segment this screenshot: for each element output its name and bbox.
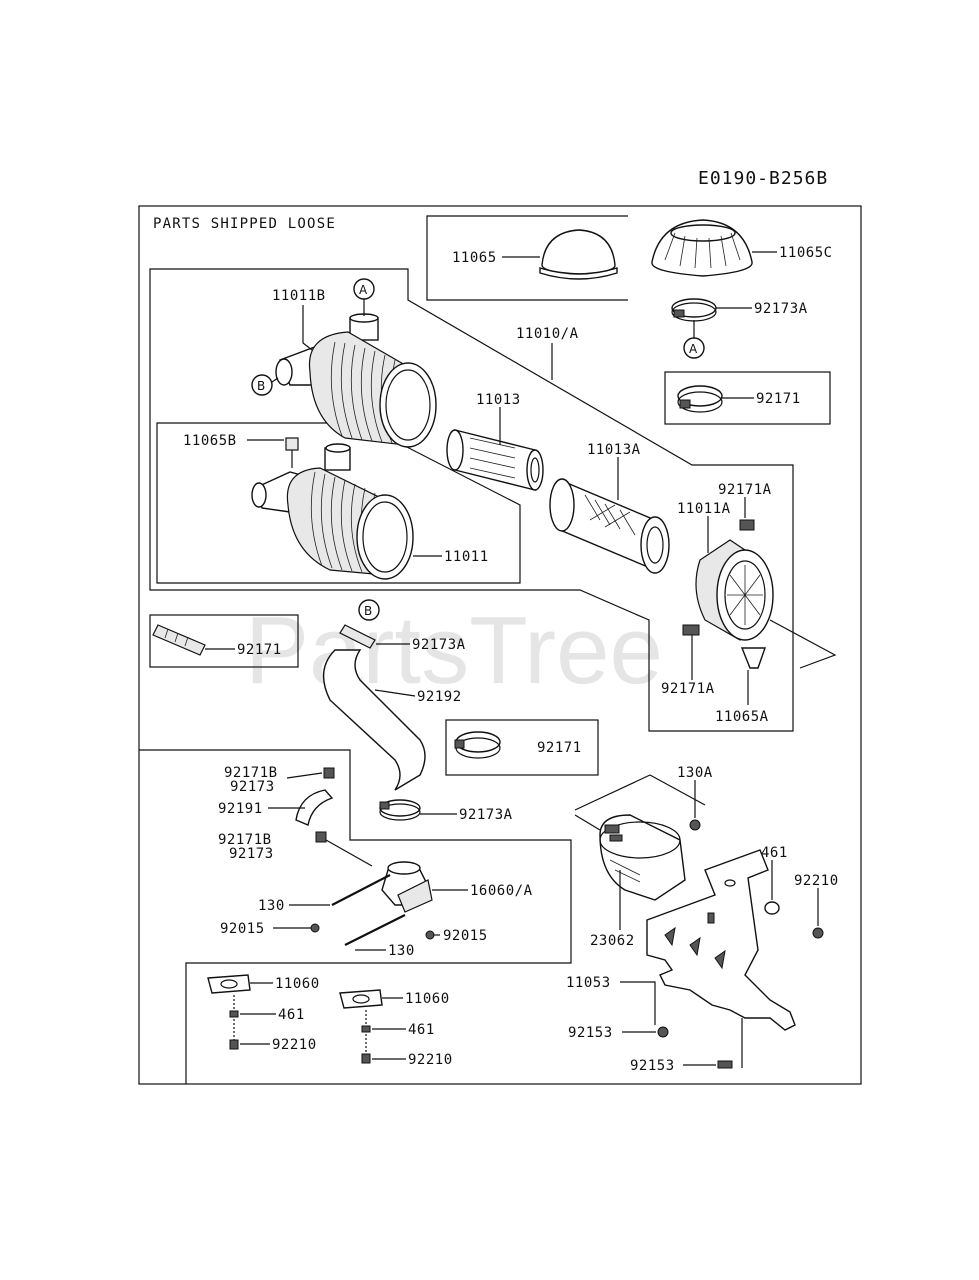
inlet-pipe-16060a — [381, 861, 433, 913]
label-92153-a: 92153 — [568, 1025, 613, 1041]
air-hose-92192 — [322, 649, 426, 791]
washer-461-right — [764, 901, 780, 915]
hose-clamp-92171-box3 — [454, 731, 501, 759]
svg-text:B: B — [364, 604, 372, 618]
hose-clamp-92173a-mid — [339, 624, 376, 649]
nut-92210-b — [361, 1053, 371, 1064]
breather-hose-92191 — [295, 767, 335, 843]
nut-92210-a — [229, 1039, 239, 1050]
label-92171b-1: 92171B — [224, 765, 278, 781]
label-11065b: 11065B — [183, 433, 237, 449]
air-cleaner-housing-11011b — [275, 313, 437, 448]
callout-b-lower — [358, 599, 380, 621]
svg-text:A: A — [359, 283, 368, 297]
label-11011a: 11011A — [677, 501, 731, 517]
label-11010a: 11010/A — [516, 326, 579, 342]
label-130a: 130A — [677, 765, 713, 781]
label-11011b: 11011B — [272, 288, 326, 304]
diagram-code: E0190-B256B — [698, 168, 828, 189]
bolt-92153-b — [717, 1060, 733, 1069]
label-130-a: 130 — [258, 898, 285, 914]
air-cleaner-housing-11011 — [251, 437, 414, 580]
label-461-a: 461 — [278, 1007, 305, 1023]
label-92173-2: 92173 — [229, 846, 274, 862]
washer-461-b — [361, 1025, 371, 1033]
nut-92015-a — [310, 923, 320, 933]
outer-filter-element-11013a — [549, 478, 670, 574]
label-92173a-low: 92173A — [459, 807, 513, 823]
label-92171-box2: 92171 — [237, 642, 282, 658]
label-92171b-2: 92171B — [218, 832, 272, 848]
label-92171a-upper: 92171A — [718, 482, 772, 498]
section-title: PARTS SHIPPED LOOSE — [153, 216, 336, 232]
label-23062: 23062 — [590, 933, 635, 949]
label-92192: 92192 — [417, 689, 462, 705]
hose-clamp-92173a-top — [671, 298, 717, 322]
label-11053: 11053 — [566, 975, 611, 991]
label-11065: 11065 — [452, 250, 497, 266]
label-461-right: 461 — [761, 845, 788, 861]
nut-92210-right — [812, 927, 824, 939]
label-92210-right: 92210 — [794, 873, 839, 889]
label-11011: 11011 — [444, 549, 489, 565]
nut-92015-b — [425, 930, 435, 940]
label-461-b: 461 — [408, 1022, 435, 1038]
label-92171-box3: 92171 — [537, 740, 582, 756]
label-92015-b: 92015 — [443, 928, 488, 944]
outer-frame — [138, 205, 862, 1085]
bracket-11053 — [646, 849, 796, 1031]
label-92173a-top: 92173A — [754, 301, 808, 317]
air-cleaner-assembly-box — [149, 268, 794, 732]
callout-b-upper — [251, 374, 273, 396]
label-11060-a: 11060 — [275, 976, 320, 992]
label-92191: 92191 — [218, 801, 263, 817]
label-92171-box1: 92171 — [756, 391, 801, 407]
label-92210-a: 92210 — [272, 1037, 317, 1053]
group-divider — [139, 749, 572, 1084]
clamp-box-1 — [664, 371, 831, 425]
label-11060-b: 11060 — [405, 991, 450, 1007]
label-92173a-mid: 92173A — [412, 637, 466, 653]
label-92210-b: 92210 — [408, 1052, 453, 1068]
label-11013a: 11013A — [587, 442, 641, 458]
label-11065c: 11065C — [779, 245, 833, 261]
holder-outline-top — [574, 774, 706, 811]
cover-box — [426, 215, 628, 301]
label-92015-a: 92015 — [220, 921, 265, 937]
label-11013: 11013 — [476, 392, 521, 408]
vented-cover-11065c — [651, 219, 753, 277]
label-92153-b: 92153 — [630, 1058, 675, 1074]
inner-filter-element-11013 — [446, 429, 544, 491]
label-92171a-lower: 92171A — [661, 681, 715, 697]
bolt-130a — [689, 819, 701, 831]
clamp-box-2 — [149, 614, 299, 668]
clamp-92171-box2 — [152, 624, 206, 656]
air-cleaner-cap-11011a — [682, 519, 774, 669]
svg-text:A: A — [689, 342, 698, 356]
label-11065a: 11065A — [715, 709, 769, 725]
cover-cap-11065 — [539, 229, 618, 280]
svg-text:B: B — [257, 379, 265, 393]
label-16060a: 16060/A — [470, 883, 533, 899]
hose-clamp-92171-box1 — [677, 385, 723, 413]
bolt-92153-a — [657, 1026, 669, 1038]
clamp-box-3 — [445, 719, 599, 776]
label-92173-1: 92173 — [230, 779, 275, 795]
gasket-11060-a — [207, 974, 251, 994]
watermark: PartsTree — [245, 597, 663, 704]
callout-a-lower — [683, 337, 705, 359]
gasket-11060-b — [339, 989, 383, 1009]
label-130-b: 130 — [388, 943, 415, 959]
cleaner-holder-band-23062 — [599, 814, 686, 901]
washer-461-a — [229, 1010, 239, 1018]
hose-clamp-92173a-low — [379, 799, 421, 821]
